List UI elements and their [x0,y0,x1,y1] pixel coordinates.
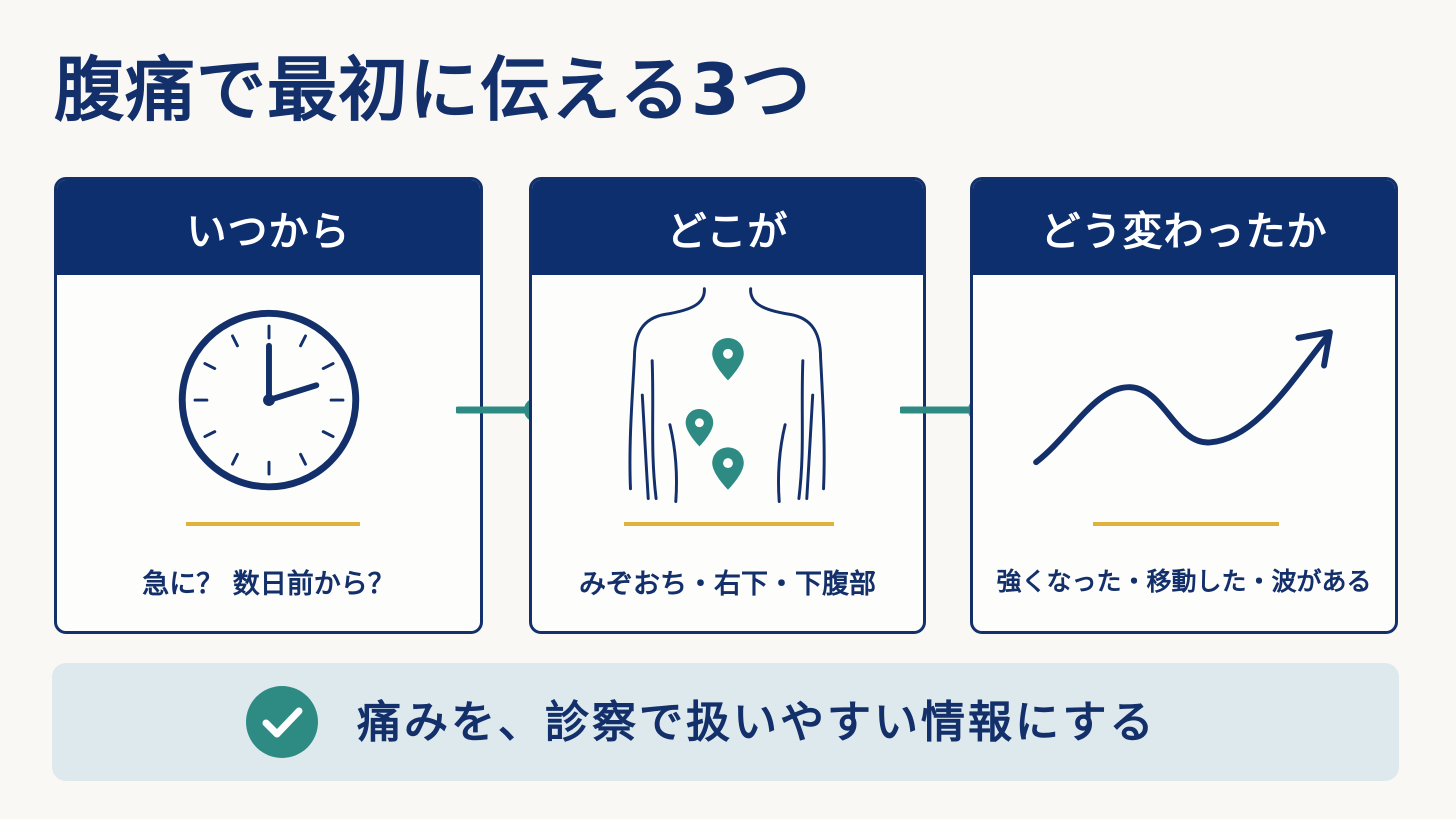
card-how-changed-caption: 強くなった・移動した・波がある [996,567,1372,596]
card-where: どこが みぞおち・右下・下腹部 [529,177,926,634]
card-where-heading: どこが [532,180,923,275]
card-how-changed-divider [1093,522,1279,526]
card-when-caption: 急に？ 数日前から？ [142,569,395,600]
card-where-caption: みぞおち・右下・下腹部 [579,569,876,600]
card-when-heading: いつから [57,180,480,275]
card-when-divider [186,522,360,526]
card-how-changed: どう変わったか 強くなった・移動した・波がある [970,177,1398,634]
summary-banner-text: 痛みを、診察で扱いやすい情報にする [357,697,1157,748]
clock-icon [178,309,360,491]
check-circle-icon [246,686,318,758]
rising-wave-arrow-icon [1033,329,1333,466]
card-when: いつから 急に？ 数日前から？ [54,177,483,634]
summary-banner: 痛みを、診察で扱いやすい情報にする [52,663,1399,781]
card-how-changed-heading: どう変わったか [973,180,1395,275]
page-title: 腹痛で最初に伝える3つ [54,49,812,131]
torso-with-location-pins-icon [628,287,826,503]
card-where-divider [624,522,834,526]
